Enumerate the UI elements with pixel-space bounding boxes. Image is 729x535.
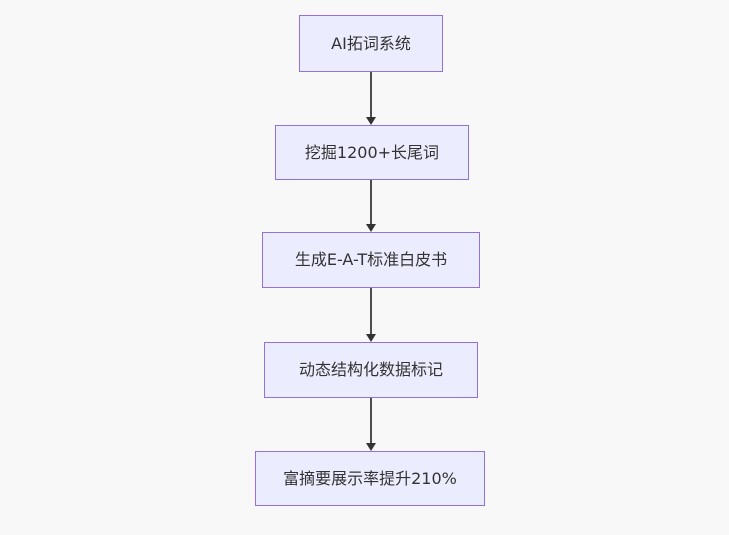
flow-node-label: 生成E-A-T标准白皮书	[294, 250, 448, 270]
flow-arrow-down-icon	[366, 72, 376, 125]
flow-node-ai-word-expansion: AI拓词系统	[299, 15, 443, 72]
flow-arrow-down-icon	[366, 398, 376, 451]
flow-node-label: 动态结构化数据标记	[298, 360, 443, 380]
flow-node-longtail-mining: 挖掘1200+长尾词	[275, 125, 469, 180]
flow-node-label: 富摘要展示率提升210%	[283, 468, 457, 488]
flow-node-label: AI拓词系统	[331, 33, 411, 53]
flow-node-structured-data-markup: 动态结构化数据标记	[264, 342, 478, 398]
flow-node-eat-whitepaper: 生成E-A-T标准白皮书	[262, 232, 480, 288]
flow-arrow-down-icon	[366, 180, 376, 232]
flow-arrow-down-icon	[366, 288, 376, 342]
flow-node-rich-snippet-result: 富摘要展示率提升210%	[255, 451, 485, 506]
flow-node-label: 挖掘1200+长尾词	[304, 142, 440, 162]
